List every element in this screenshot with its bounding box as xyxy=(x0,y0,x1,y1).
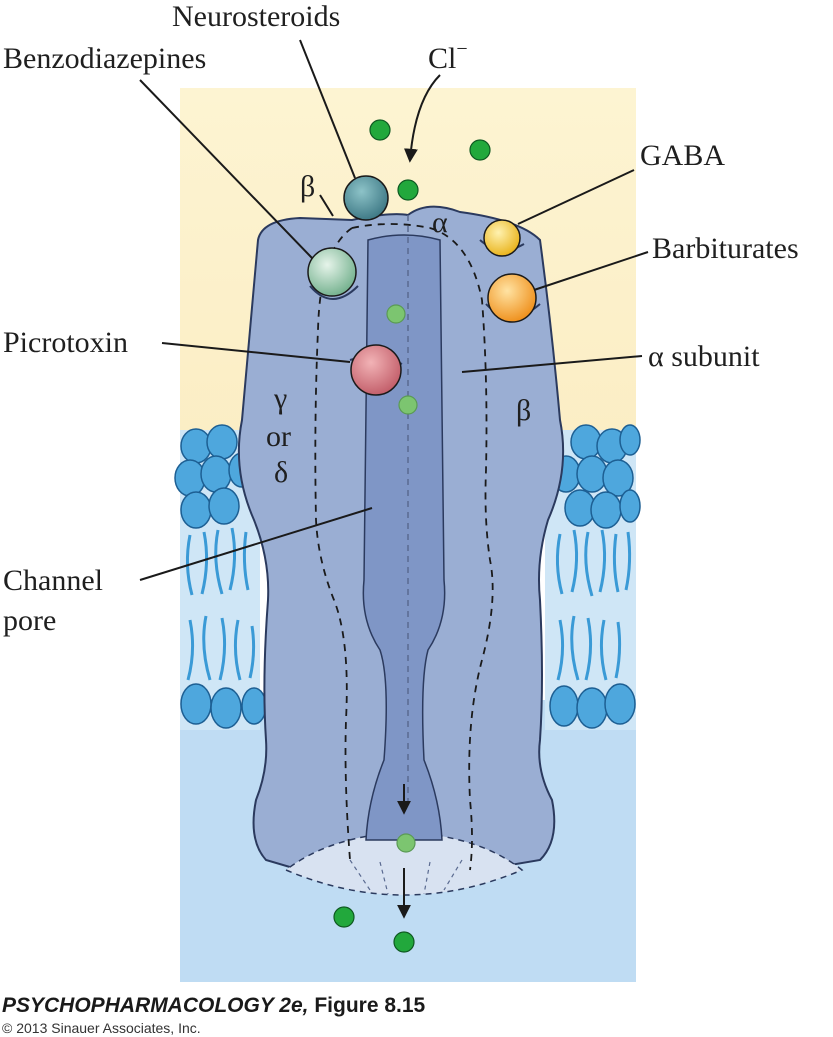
subunit-or: or xyxy=(266,420,291,453)
caption-figure-number: Figure 8.15 xyxy=(308,994,426,1017)
caption-book-title: PSYCHOPHARMACOLOGY 2e, xyxy=(2,994,309,1017)
barbiturate-site xyxy=(487,273,537,323)
label-picrotoxin: Picrotoxin xyxy=(3,326,128,359)
binding-sites xyxy=(307,175,541,396)
figure-copyright: © 2013 Sinauer Associates, Inc. xyxy=(2,1020,201,1036)
label-gaba: GABA xyxy=(640,139,725,172)
subunit-delta: δ xyxy=(274,456,288,489)
label-chloride-charge: − xyxy=(456,38,467,60)
subunit-alpha-top: α xyxy=(432,206,448,239)
label-channel: Channel xyxy=(3,564,103,597)
membrane-left xyxy=(174,424,267,730)
neurosteroid-site xyxy=(343,175,389,221)
label-alpha-subunit: α subunit xyxy=(648,340,760,373)
figure-caption-title: PSYCHOPHARMACOLOGY 2e, Figure 8.15 xyxy=(2,994,425,1018)
label-neurosteroids: Neurosteroids xyxy=(172,0,340,33)
label-benzodiazepines: Benzodiazepines xyxy=(3,42,206,75)
leader-lines xyxy=(139,39,649,581)
subunit-beta-right: β xyxy=(516,394,531,427)
label-chloride: Cl− xyxy=(428,38,468,75)
subunit-beta-top: β xyxy=(300,170,315,203)
picrotoxin-site xyxy=(350,344,402,396)
subunit-gamma: γ xyxy=(273,382,287,415)
chloride-ions xyxy=(333,119,491,953)
gaba-site xyxy=(483,219,521,257)
label-pore: pore xyxy=(3,604,56,637)
benzodiazepine-site xyxy=(307,247,357,297)
label-barbiturates: Barbiturates xyxy=(652,232,799,265)
